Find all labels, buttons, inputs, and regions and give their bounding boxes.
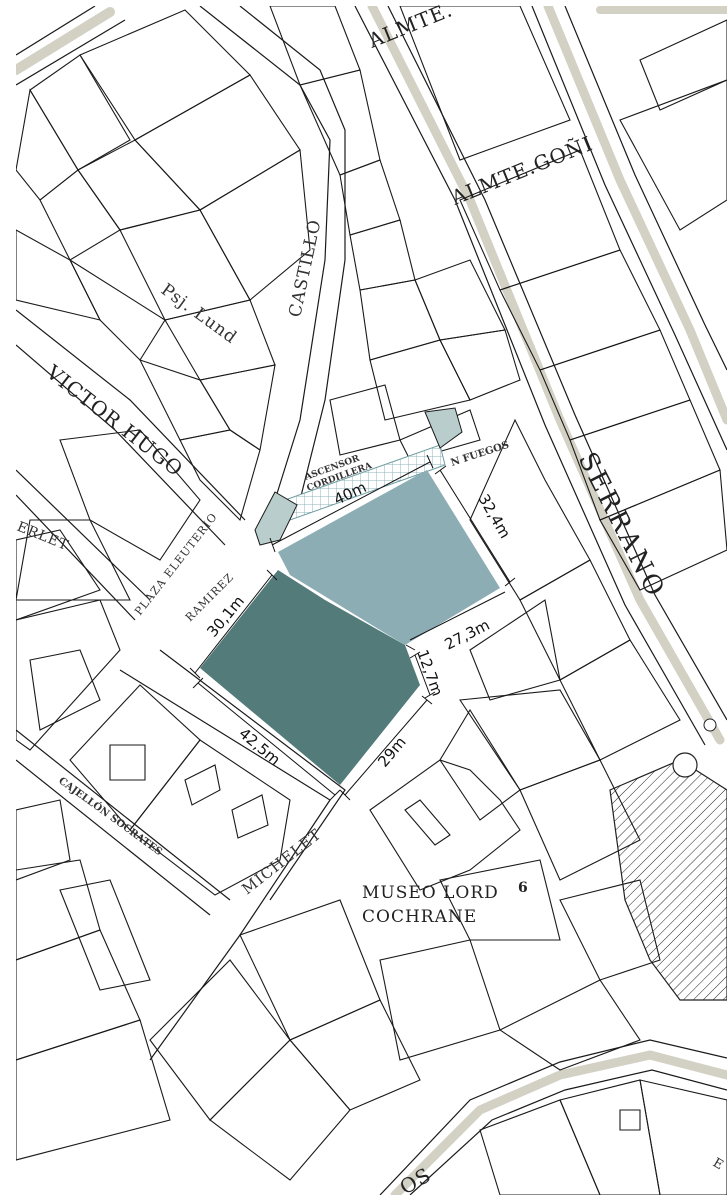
roundabout-marker [672,752,698,778]
street-victor-hugo: VICTOR HUGO [41,359,188,481]
museum-label-line1: MUSEO LORD [362,883,499,903]
dim-29: 29m [374,733,409,770]
road-band-serrano-a [367,6,725,745]
street-serrano: SERRANO [572,448,671,604]
street-bottom-right-cut: E [710,1155,727,1173]
street-almte-goni: ALMTE.GOÑI [447,131,596,210]
road-band-bottom [390,1050,727,1195]
road-band-left-top [16,7,115,75]
parcel-north [278,470,500,645]
street-michelet: MICHELET [238,825,325,898]
dim-12: 12,7m [413,647,446,698]
museum-label-line2: COCHRANE [362,907,477,927]
street-psj-lund: Psj. Lund [157,280,241,348]
ascensor-station-lower [254,491,298,546]
street-merlet: ERLET [15,519,72,554]
street-callejon-socrates: CAJELLÓN SOCRATES [56,775,164,858]
dim-27: 27,3m [442,616,493,654]
ascensor-station-upper [424,407,463,449]
street-fuegos: N FUEGOS [450,440,511,469]
museum-number: 6 [518,880,529,896]
city-blocks [16,6,727,1195]
street-bottom-cut: OS [396,1162,436,1195]
hatched-block [609,759,727,1001]
parcel-south [200,570,420,785]
roundabout-marker-small [703,718,717,732]
dimension-lines [189,454,516,801]
building-marks [184,764,451,846]
road-edges [16,6,727,1195]
street-castillo: CASTILLO [285,218,325,319]
road-band-serrano-b [543,6,727,425]
